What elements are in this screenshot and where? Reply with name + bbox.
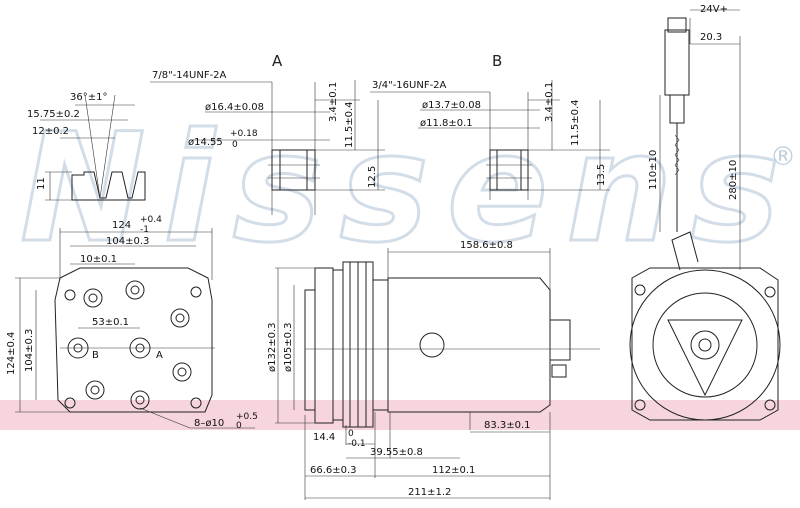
cable-length-2: 280±10 [728, 160, 739, 200]
mount-hole [64, 397, 76, 409]
side-pulley-diameter: ø132±0.3 [267, 323, 278, 373]
fitting-b-diameter-1: ø13.7±0.08 [422, 100, 481, 111]
connector-voltage: 24V+ [700, 4, 728, 15]
fitting-a-diameter-2-tol-upper: +0.18 [230, 129, 258, 139]
fitting-a-diameter-2-tol-lower: 0 [232, 140, 238, 150]
mount-hole [190, 286, 202, 298]
side-length-83: 83.3±0.1 [484, 420, 531, 431]
fitting-a-length-3: 12.5 [367, 166, 378, 188]
fitting-a-diameter-2: ø14.55 [188, 137, 223, 148]
mount-hole [64, 289, 76, 301]
mount-holes-tol-upper: +0.5 [236, 412, 258, 422]
section-b-label: B [492, 52, 502, 70]
fitting-a-length-1: 3.4±0.1 [328, 82, 339, 122]
port-a-label: A [156, 350, 163, 361]
rear-overall-height: 124±0.4 [6, 332, 17, 375]
registered-mark: ® [770, 142, 796, 172]
watermark-band [0, 400, 800, 430]
fitting-a-thread: 7/8"-14UNF-2A [152, 70, 227, 81]
front-view: 24V+ 20.3 110±10 280±10 [629, 4, 781, 421]
side-length-66: 66.6±0.3 [310, 465, 357, 476]
groove-height: 11 [36, 177, 47, 190]
fitting-b-length-2: 11.5±0.4 [570, 99, 581, 146]
side-hub-diameter: ø105±0.3 [283, 323, 294, 373]
cable-length-1: 110±10 [648, 150, 659, 190]
fitting-b-length-3: 13.5 [596, 164, 607, 186]
pulley-groove-detail: 36°±1° 15.75±0.2 12±0.2 11 [27, 92, 146, 201]
fitting-b-length-1: 3.4±0.1 [544, 82, 555, 122]
fitting-a-diameter-1: ø16.4±0.08 [205, 102, 264, 113]
fitting-b-detail: B 3/4"-16UNF-2A ø13.7±0.08 ø11.8±0.1 3.4… [370, 52, 610, 200]
side-length-14: 14.4 [313, 432, 335, 443]
groove-width-outer: 15.75±0.2 [27, 109, 80, 120]
rear-overall-width-tol-upper: +0.4 [140, 215, 162, 225]
rear-offset: 10±0.1 [80, 254, 117, 265]
fitting-a-detail: A 7/8"-14UNF-2A ø16.4±0.08 ø14.55 +0.18 … [150, 52, 385, 215]
side-length-14-tol-upper: 0 [348, 429, 354, 439]
mount-holes-callout: 8–ø10 [194, 418, 224, 429]
rear-port-spacing: 53±0.1 [92, 317, 129, 328]
connector-body [664, 29, 690, 96]
section-a-label: A [272, 52, 283, 70]
groove-angle: 36°±1° [70, 92, 107, 103]
side-view: 158.6±0.8 ø132±0.3 ø105±0.3 83.3±0.1 14.… [267, 240, 600, 500]
side-length-14-tol-lower: -0.1 [348, 439, 366, 449]
connector-width: 20.3 [700, 32, 722, 43]
clutch-plate [629, 269, 781, 421]
mount-holes-tol-lower: 0 [236, 421, 242, 431]
groove-width-inner: 12±0.2 [32, 126, 69, 137]
port-b-label: B [92, 350, 99, 361]
rear-mount-width: 104±0.3 [106, 236, 149, 247]
side-body-length: 158.6±0.8 [460, 240, 513, 251]
fitting-b-diameter-2: ø11.8±0.1 [420, 118, 473, 129]
rear-overall-width: 124 [112, 220, 131, 231]
fitting-b-thread: 3/4"-16UNF-2A [372, 80, 447, 91]
rear-view: B A 124 +0.4 -1 104±0.3 10±0.1 53±0.1 12… [6, 215, 258, 431]
side-length-211: 211±1.2 [408, 487, 451, 498]
fitting-a-length-2: 11.5±0.4 [344, 101, 355, 148]
mount-hole [190, 397, 202, 409]
side-length-112: 112±0.1 [432, 465, 475, 476]
rear-overall-width-tol-lower: -1 [140, 225, 149, 235]
side-length-39: 39.55±0.8 [370, 447, 423, 458]
side-port [419, 332, 445, 358]
rear-mount-height: 104±0.3 [24, 329, 35, 372]
